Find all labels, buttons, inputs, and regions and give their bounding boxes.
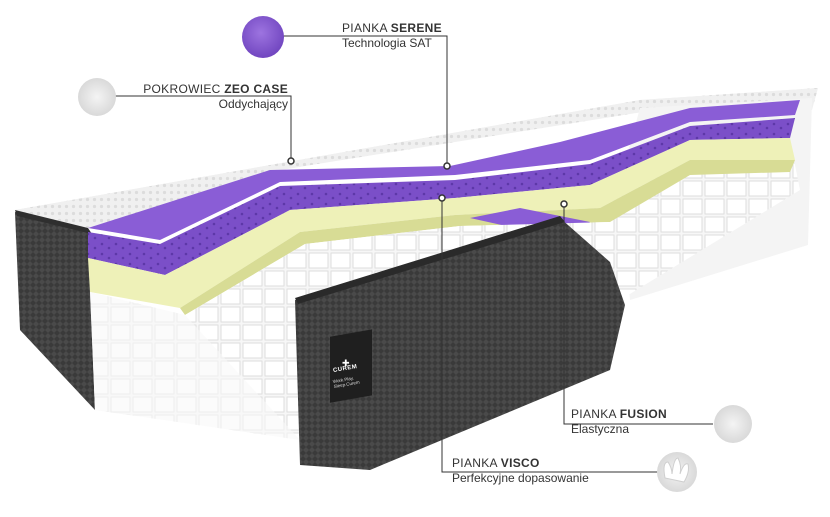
fusion-label: PIANKA FUSION Elastyczna — [571, 407, 667, 437]
serene-callout-dot — [443, 162, 451, 170]
purple-layer-top — [88, 100, 800, 240]
fusion-name: FUSION — [619, 407, 667, 421]
serene-subtitle: Technologia SAT — [342, 36, 432, 50]
fusion-callout-line — [563, 204, 713, 425]
pocket-core-left-face — [90, 292, 300, 440]
visco-callout-line — [441, 198, 658, 473]
mesh-front-panel — [295, 218, 625, 470]
fusion-prefix: PIANKA — [571, 407, 617, 421]
yellow-layer — [88, 138, 795, 308]
serene-name: SERENE — [390, 21, 442, 35]
fusion-swatch-icon — [714, 405, 752, 443]
zeo-swatch-icon — [78, 78, 116, 116]
mesh-left-top-edge — [15, 210, 92, 234]
mesh-left-end — [15, 212, 95, 410]
serene-callout-line — [282, 35, 448, 165]
serene-swatch-icon — [242, 16, 284, 58]
callout-lines — [115, 35, 713, 473]
zeo-subtitle: Oddychający — [218, 97, 288, 111]
visco-label: PIANKA VISCO Perfekcyjne dopasowanie — [452, 456, 589, 486]
visco-prefix: PIANKA — [452, 456, 498, 470]
curem-badge: ✚ — [330, 329, 372, 403]
serene-label: PIANKA SERENE Technologia SAT — [342, 21, 442, 51]
callout-dots — [287, 157, 568, 208]
mesh-front-edge — [295, 216, 565, 304]
yellow-layer-shade — [180, 160, 795, 315]
serene-prefix: PIANKA — [342, 21, 388, 35]
visco-subtitle: Perfekcyjne dopasowanie — [452, 471, 589, 485]
zeo-prefix: POKROWIEC — [143, 82, 221, 96]
zeo-callout-line — [115, 95, 292, 160]
pocket-core-right — [470, 140, 800, 300]
visco-hand-print-icon — [663, 457, 689, 483]
fusion-subtitle: Elastyczna — [571, 422, 630, 436]
fusion-callout-dot — [560, 200, 568, 208]
visco-callout-dot — [438, 194, 446, 202]
zeo-name: ZEO CASE — [224, 82, 288, 96]
cover-top-main — [15, 88, 818, 228]
visco-name: VISCO — [500, 456, 540, 470]
zeo-label: POKROWIEC ZEO CASE Oddychający — [140, 82, 288, 112]
badge-cross-icon: ✚ — [342, 359, 350, 369]
zeo-callout-dot — [287, 157, 295, 165]
